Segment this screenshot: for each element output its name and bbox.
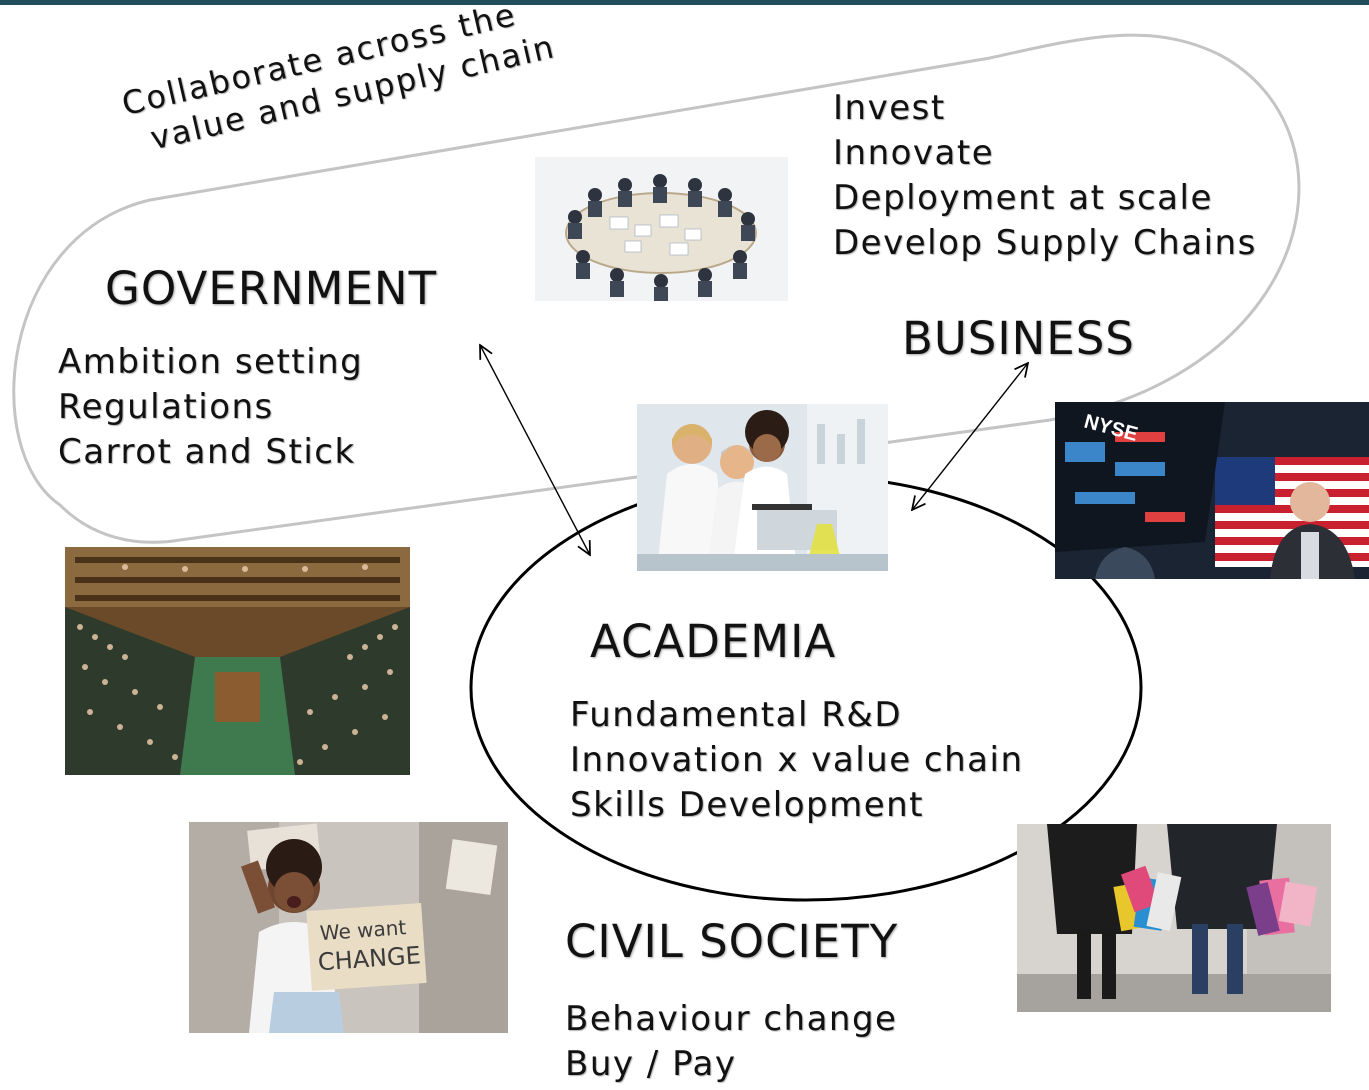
business-item: Invest [833,88,946,128]
top-accent-bar [0,0,1369,5]
business-item: Deployment at scale [833,178,1213,218]
business-list: Invest Innovate Deployment at scale Deve… [833,86,1257,266]
government-academia-arrow [480,345,590,555]
business-title: BUSINESS [902,312,1135,365]
academia-item: Innovation x value chain [570,740,1024,780]
academia-item: Fundamental R&D [570,695,903,735]
business-item: Innovate [833,133,995,173]
academia-item: Skills Development [570,785,925,825]
shoppers-photo [1017,824,1331,1012]
civil-society-title: CIVIL SOCIETY [565,915,899,968]
civil-society-item: Behaviour change [565,999,898,1039]
meeting-table-photo [535,157,788,301]
stock-exchange-photo: NYSE [1055,402,1369,579]
government-item: Carrot and Stick [58,432,356,472]
laboratory-photo [637,404,888,571]
government-item: Ambition setting [58,342,364,382]
parliament-photo [65,547,410,775]
business-academia-arrow [912,363,1028,510]
government-business-capsule [12,33,1301,544]
protest-photo: We want CHANGE [189,822,508,1033]
government-title: GOVERNMENT [105,262,438,315]
government-list: Ambition setting Regulations Carrot and … [58,340,363,475]
civil-society-item: Buy / Pay [565,1044,737,1084]
academia-title: ACADEMIA [590,615,837,668]
civil-society-list: Behaviour change Buy / Pay [565,997,897,1087]
government-item: Regulations [58,387,274,427]
business-item: Develop Supply Chains [833,223,1257,263]
academia-list: Fundamental R&D Innovation x value chain… [570,693,1024,828]
